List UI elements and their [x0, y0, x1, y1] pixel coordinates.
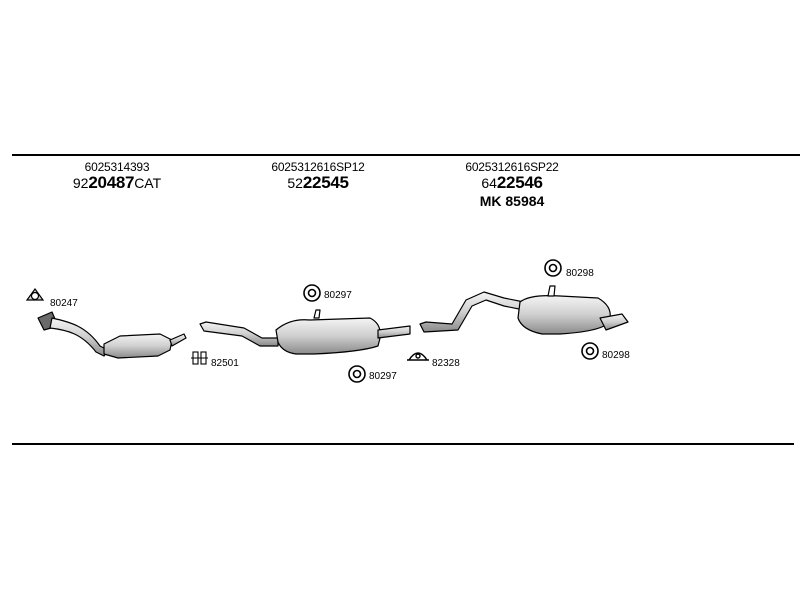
- rear-section-reference: 6025312616SP22: [465, 160, 559, 174]
- rubber-ring-icon: [303, 284, 321, 302]
- middle-section-reference: 6025312616SP12: [271, 160, 365, 174]
- catalytic-converter: [103, 333, 173, 359]
- mounting-bracket-icon: [407, 352, 429, 361]
- front-section-header: 6025314393 9220487CAT: [62, 160, 172, 193]
- front-part-prefix: 92: [72, 175, 89, 191]
- pipe-clamp-callout: 82501: [211, 358, 239, 369]
- rear-ring-callout-bottom: 80298: [602, 350, 630, 361]
- front-part-number: 20487: [88, 173, 135, 192]
- bottom-divider-line: [12, 443, 794, 445]
- top-divider-line: [12, 154, 800, 156]
- rear-ring-callout-top: 80298: [566, 268, 594, 279]
- rear-hanger: [547, 285, 556, 297]
- rear-mounting-kit-number: MK 85984: [479, 193, 545, 209]
- rear-section-part-number: 6422546: [448, 174, 576, 193]
- front-part-suffix: CAT: [134, 175, 162, 191]
- middle-inlet-pipe: [199, 321, 279, 347]
- rubber-ring-icon: [544, 259, 562, 277]
- front-section-reference: 6025314393: [84, 160, 150, 174]
- rear-silencer-part: [419, 285, 629, 335]
- converter-outlet-pipe: [169, 333, 187, 347]
- middle-part-prefix: 52: [287, 175, 303, 191]
- rear-section-header: 6025312616SP22 6422546 MK 85984: [448, 160, 576, 209]
- rear-inlet-pipe: [419, 291, 525, 333]
- rear-silencer-box: [517, 295, 611, 335]
- middle-silencer-box: [275, 317, 381, 355]
- rubber-ring-callout-bottom: 80297: [369, 371, 397, 382]
- front-pipe-catalytic-converter-part: [37, 311, 187, 359]
- middle-part-number: 22545: [302, 173, 349, 192]
- rear-tailpipe: [599, 313, 629, 331]
- middle-section-header: 6025312616SP12 5222545: [254, 160, 382, 193]
- rear-part-prefix: 64: [481, 175, 497, 191]
- middle-silencer-part: [199, 309, 411, 355]
- front-section-part-number: 9220487CAT: [62, 174, 172, 193]
- front-pipe: [49, 317, 109, 357]
- middle-outlet-pipe: [377, 325, 411, 339]
- middle-hanger: [313, 309, 321, 319]
- gasket-icon: [25, 287, 45, 301]
- rubber-ring-icon: [348, 365, 366, 383]
- rubber-ring-callout-top: 80297: [324, 290, 352, 301]
- gasket-callout: 80247: [50, 298, 78, 309]
- mounting-bracket-callout: 82328: [432, 358, 460, 369]
- middle-section-part-number: 5222545: [254, 174, 382, 193]
- pipe-clamp-icon: [191, 351, 208, 365]
- rubber-ring-icon: [581, 342, 599, 360]
- rear-part-number: 22546: [496, 173, 543, 192]
